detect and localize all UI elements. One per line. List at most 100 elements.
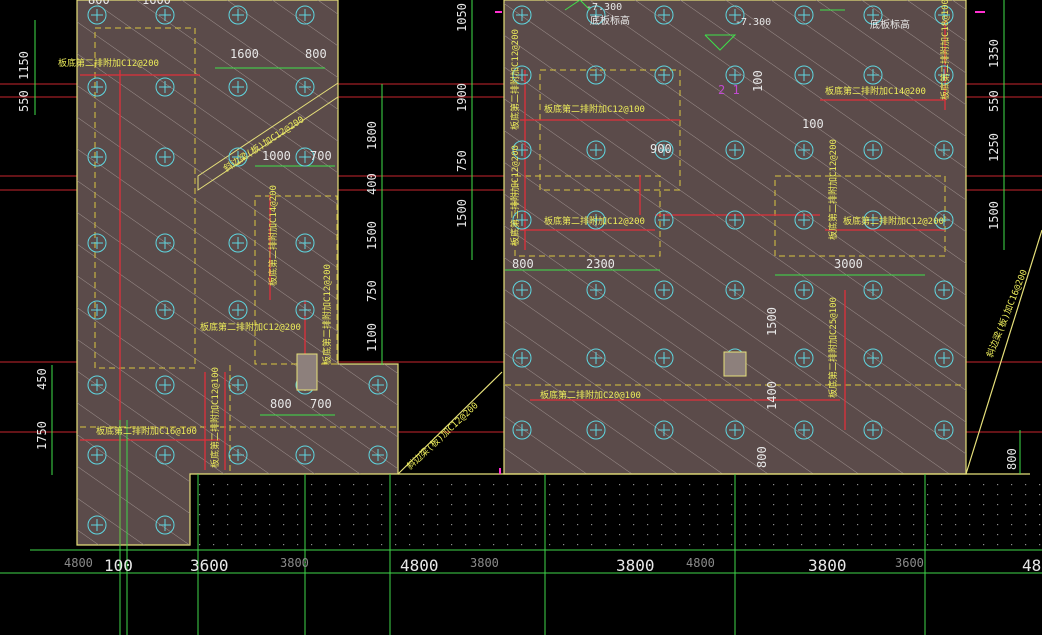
right-vertical-dims: 1050 1900 750 1500 1350 550 1250 1500 80… [455, 3, 1019, 470]
pile-circle [512, 280, 532, 300]
pile-circle [586, 420, 606, 440]
dim-text: 700 [310, 397, 332, 411]
pile-circle [512, 140, 532, 160]
column-marker [296, 353, 318, 391]
pile-circle [934, 210, 954, 230]
axis-dim-text: 3800 [808, 556, 847, 575]
pile-circle [586, 140, 606, 160]
pile-circle [794, 348, 814, 368]
dim-text: 1000 [262, 149, 291, 163]
pile-circle [155, 375, 175, 395]
elevation-text: -7.300 [586, 2, 622, 13]
dim-text: 1250 [987, 133, 1001, 162]
dim-text: 1500 [455, 199, 469, 228]
pile-circle [725, 140, 745, 160]
pile-circle [586, 65, 606, 85]
pile-circle [725, 5, 745, 25]
rebar-label: 板底第二排附加C12@200 [58, 57, 159, 69]
dim-text: 400 [365, 173, 379, 195]
pile-circle [512, 65, 532, 85]
pile-circle [934, 5, 954, 25]
pile-circle [654, 280, 674, 300]
axis-dim-text: 100 [104, 556, 133, 575]
dim-text: 750 [365, 280, 379, 302]
dim-text: 750 [455, 150, 469, 172]
rebar-label: 板底第二排附加C20@100 [540, 389, 641, 401]
pile-circle [934, 65, 954, 85]
rebar-label: 斜边梁(板)加C16@200 [984, 268, 1030, 359]
pile-circle [155, 233, 175, 253]
dim-text: 800 [512, 257, 534, 271]
elevation-text: -7.300 [735, 17, 771, 28]
pile-circle [87, 77, 107, 97]
axis-dim-text: 3800 [280, 556, 309, 570]
rebar-lines [80, 20, 946, 545]
pile-circle [295, 300, 315, 320]
pile-circle [155, 77, 175, 97]
pile-circle [512, 348, 532, 368]
dim-text: 1400 [765, 381, 779, 410]
pile-circle [512, 420, 532, 440]
pile-circle [228, 445, 248, 465]
pile-circle [228, 300, 248, 320]
dim-text: 800 [755, 446, 769, 468]
dim-text: 1800 [365, 121, 379, 150]
dim-text: 1500 [365, 221, 379, 250]
pile-circle [863, 210, 883, 230]
pile-circle [586, 210, 606, 230]
rebar-label: 板底第二排附加C12@200 [544, 215, 645, 227]
dim-text: 550 [987, 90, 1001, 112]
dim-text: 1600 [142, 0, 171, 7]
dim-text: 800 [88, 0, 110, 7]
rebar-label: 板底第二排附加C12@200 [509, 29, 521, 130]
dashed-outlines [80, 27, 965, 472]
column-marker [723, 351, 747, 377]
elevation-text: 底板标高 [870, 18, 910, 31]
pile-circle [654, 348, 674, 368]
pile-circle [155, 515, 175, 535]
pile-circle [794, 5, 814, 25]
pile-circle [228, 77, 248, 97]
rebar-label: 板底第二排附加C25@100 [827, 297, 839, 398]
pile-circle [87, 233, 107, 253]
dim-text: 1500 [987, 201, 1001, 230]
dim-text: 1350 [987, 39, 1001, 68]
rebar-label: 板底第二排附加C14@200 [267, 185, 279, 286]
dim-text: 800 [270, 397, 292, 411]
pile-circle [863, 280, 883, 300]
axis-dim-text: 3600 [895, 556, 924, 570]
magenta-text: 2 1 [718, 83, 740, 97]
pile-circle [512, 5, 532, 25]
pile-circle [863, 348, 883, 368]
pile-circle [295, 5, 315, 25]
pile-circle [87, 300, 107, 320]
left-slab[interactable] [76, 0, 399, 546]
elevation-text: 底板标高 [590, 14, 630, 27]
pile-circle [228, 375, 248, 395]
dim-text: 800 [1005, 448, 1019, 470]
pile-circle [87, 375, 107, 395]
pile-circle [794, 140, 814, 160]
rebar-label: 板底第二排附加C18@100 [939, 0, 951, 100]
rebar-label: 板底第二排附加C12@100 [544, 103, 645, 115]
pile-circles [87, 5, 954, 535]
pile-circle [654, 140, 674, 160]
ground-fill [190, 476, 1042, 546]
pile-circle [934, 348, 954, 368]
rebar-label: 板底第二排附加C16@100 [96, 425, 197, 437]
left-dimension-texts: 800 1600 1600 800 1000 700 800 700 [88, 0, 332, 411]
dimension-lines [34, 0, 1021, 475]
pile-circle [654, 420, 674, 440]
elevation-markers [564, 0, 845, 51]
axis-dim-text: 3800 [470, 556, 499, 570]
pile-circle [228, 147, 248, 167]
dim-text: 450 [35, 368, 49, 390]
pile-circle [586, 280, 606, 300]
dim-text: 1050 [455, 3, 469, 32]
pile-circle [654, 5, 674, 25]
pile-circle [586, 348, 606, 368]
rebar-label: 板底第二排附加C12@200 [321, 264, 333, 365]
pile-circle [295, 233, 315, 253]
